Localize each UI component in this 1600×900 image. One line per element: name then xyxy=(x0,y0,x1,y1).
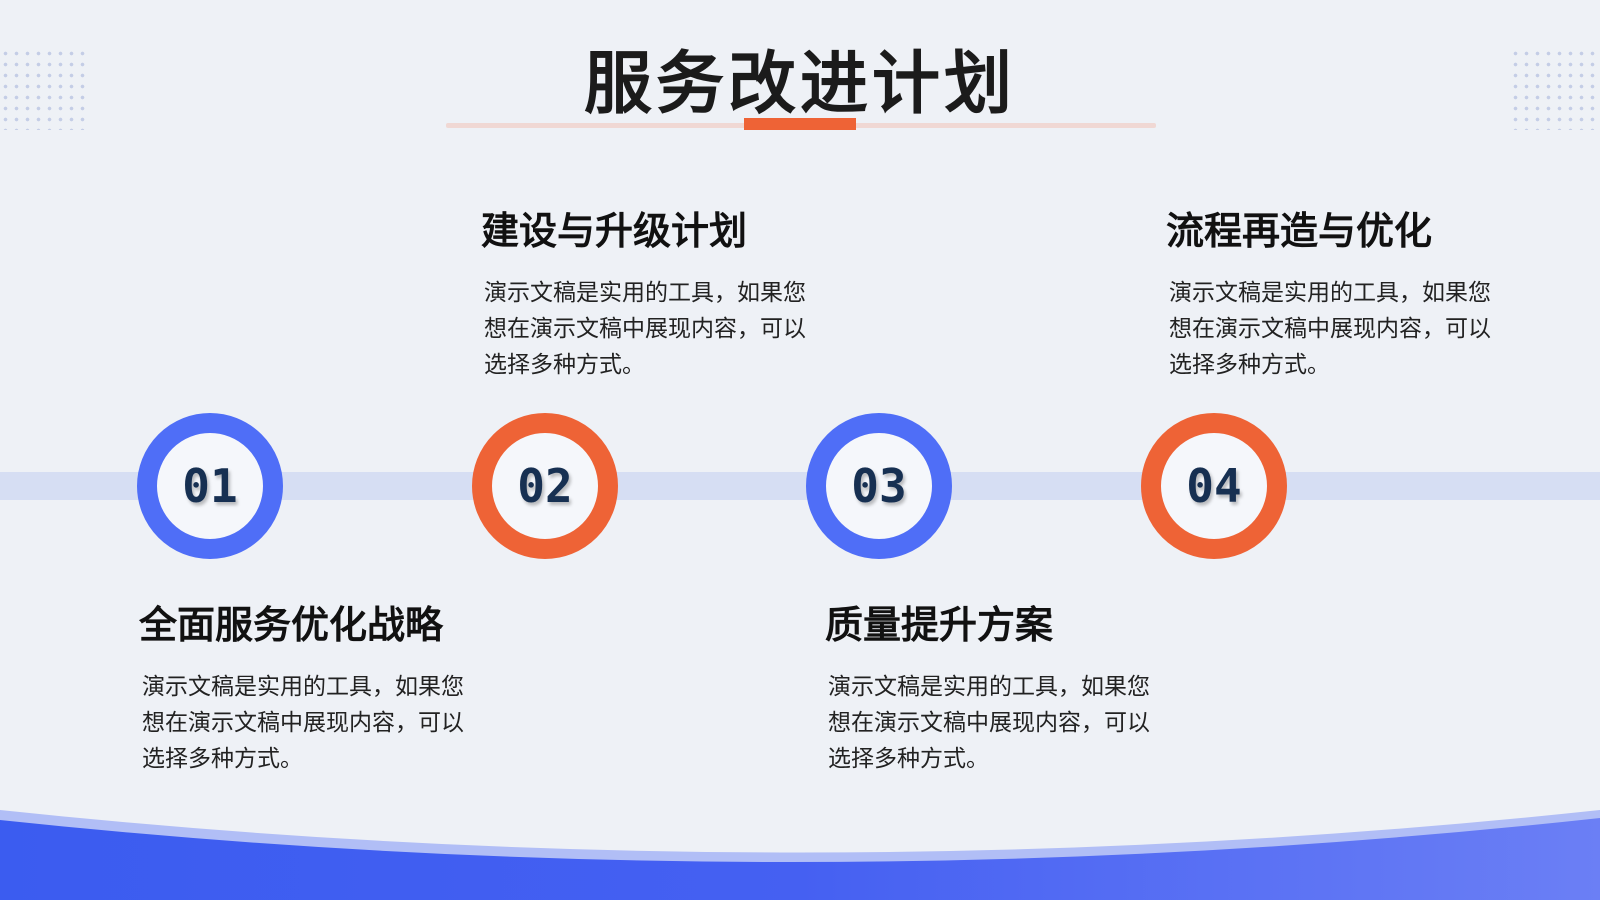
page-title: 服务改进计划 xyxy=(583,45,1016,124)
step-02-title: 建设与升级计划 xyxy=(481,209,748,253)
step-01-title: 全面服务优化战略 xyxy=(139,603,444,647)
step-02-number: 02 xyxy=(517,459,573,513)
step-01-node: 01 xyxy=(137,413,283,559)
decorative-dot-grid-left xyxy=(0,48,90,130)
step-03-number: 03 xyxy=(851,459,907,513)
step-03-title: 质量提升方案 xyxy=(825,603,1054,647)
step-04-text: 流程再造与优化 演示文稿是实用的工具，如果您想在演示文稿中展现内容，可以选择多种… xyxy=(1166,200,1506,383)
bottom-wave-decoration xyxy=(0,810,1600,900)
title-underline-accent xyxy=(744,118,856,130)
step-04-number: 04 xyxy=(1186,459,1242,513)
step-04-title: 流程再造与优化 xyxy=(1166,209,1433,253)
step-03-node: 03 xyxy=(806,413,952,559)
step-03-text: 质量提升方案 演示文稿是实用的工具，如果您想在演示文稿中展现内容，可以选择多种方… xyxy=(825,594,1165,777)
step-02-node: 02 xyxy=(472,413,618,559)
step-03-description: 演示文稿是实用的工具，如果您想在演示文稿中展现内容，可以选择多种方式。 xyxy=(828,674,1150,772)
step-04-description: 演示文稿是实用的工具，如果您想在演示文稿中展现内容，可以选择多种方式。 xyxy=(1169,280,1491,378)
decorative-dot-grid-right xyxy=(1510,48,1600,130)
step-01-text: 全面服务优化战略 演示文稿是实用的工具，如果您想在演示文稿中展现内容，可以选择多… xyxy=(139,594,479,777)
step-01-number: 01 xyxy=(182,459,238,513)
step-02-text: 建设与升级计划 演示文稿是实用的工具，如果您想在演示文稿中展现内容，可以选择多种… xyxy=(481,200,821,383)
step-01-description: 演示文稿是实用的工具，如果您想在演示文稿中展现内容，可以选择多种方式。 xyxy=(142,674,464,772)
step-02-description: 演示文稿是实用的工具，如果您想在演示文稿中展现内容，可以选择多种方式。 xyxy=(484,280,806,378)
step-04-node: 04 xyxy=(1141,413,1287,559)
